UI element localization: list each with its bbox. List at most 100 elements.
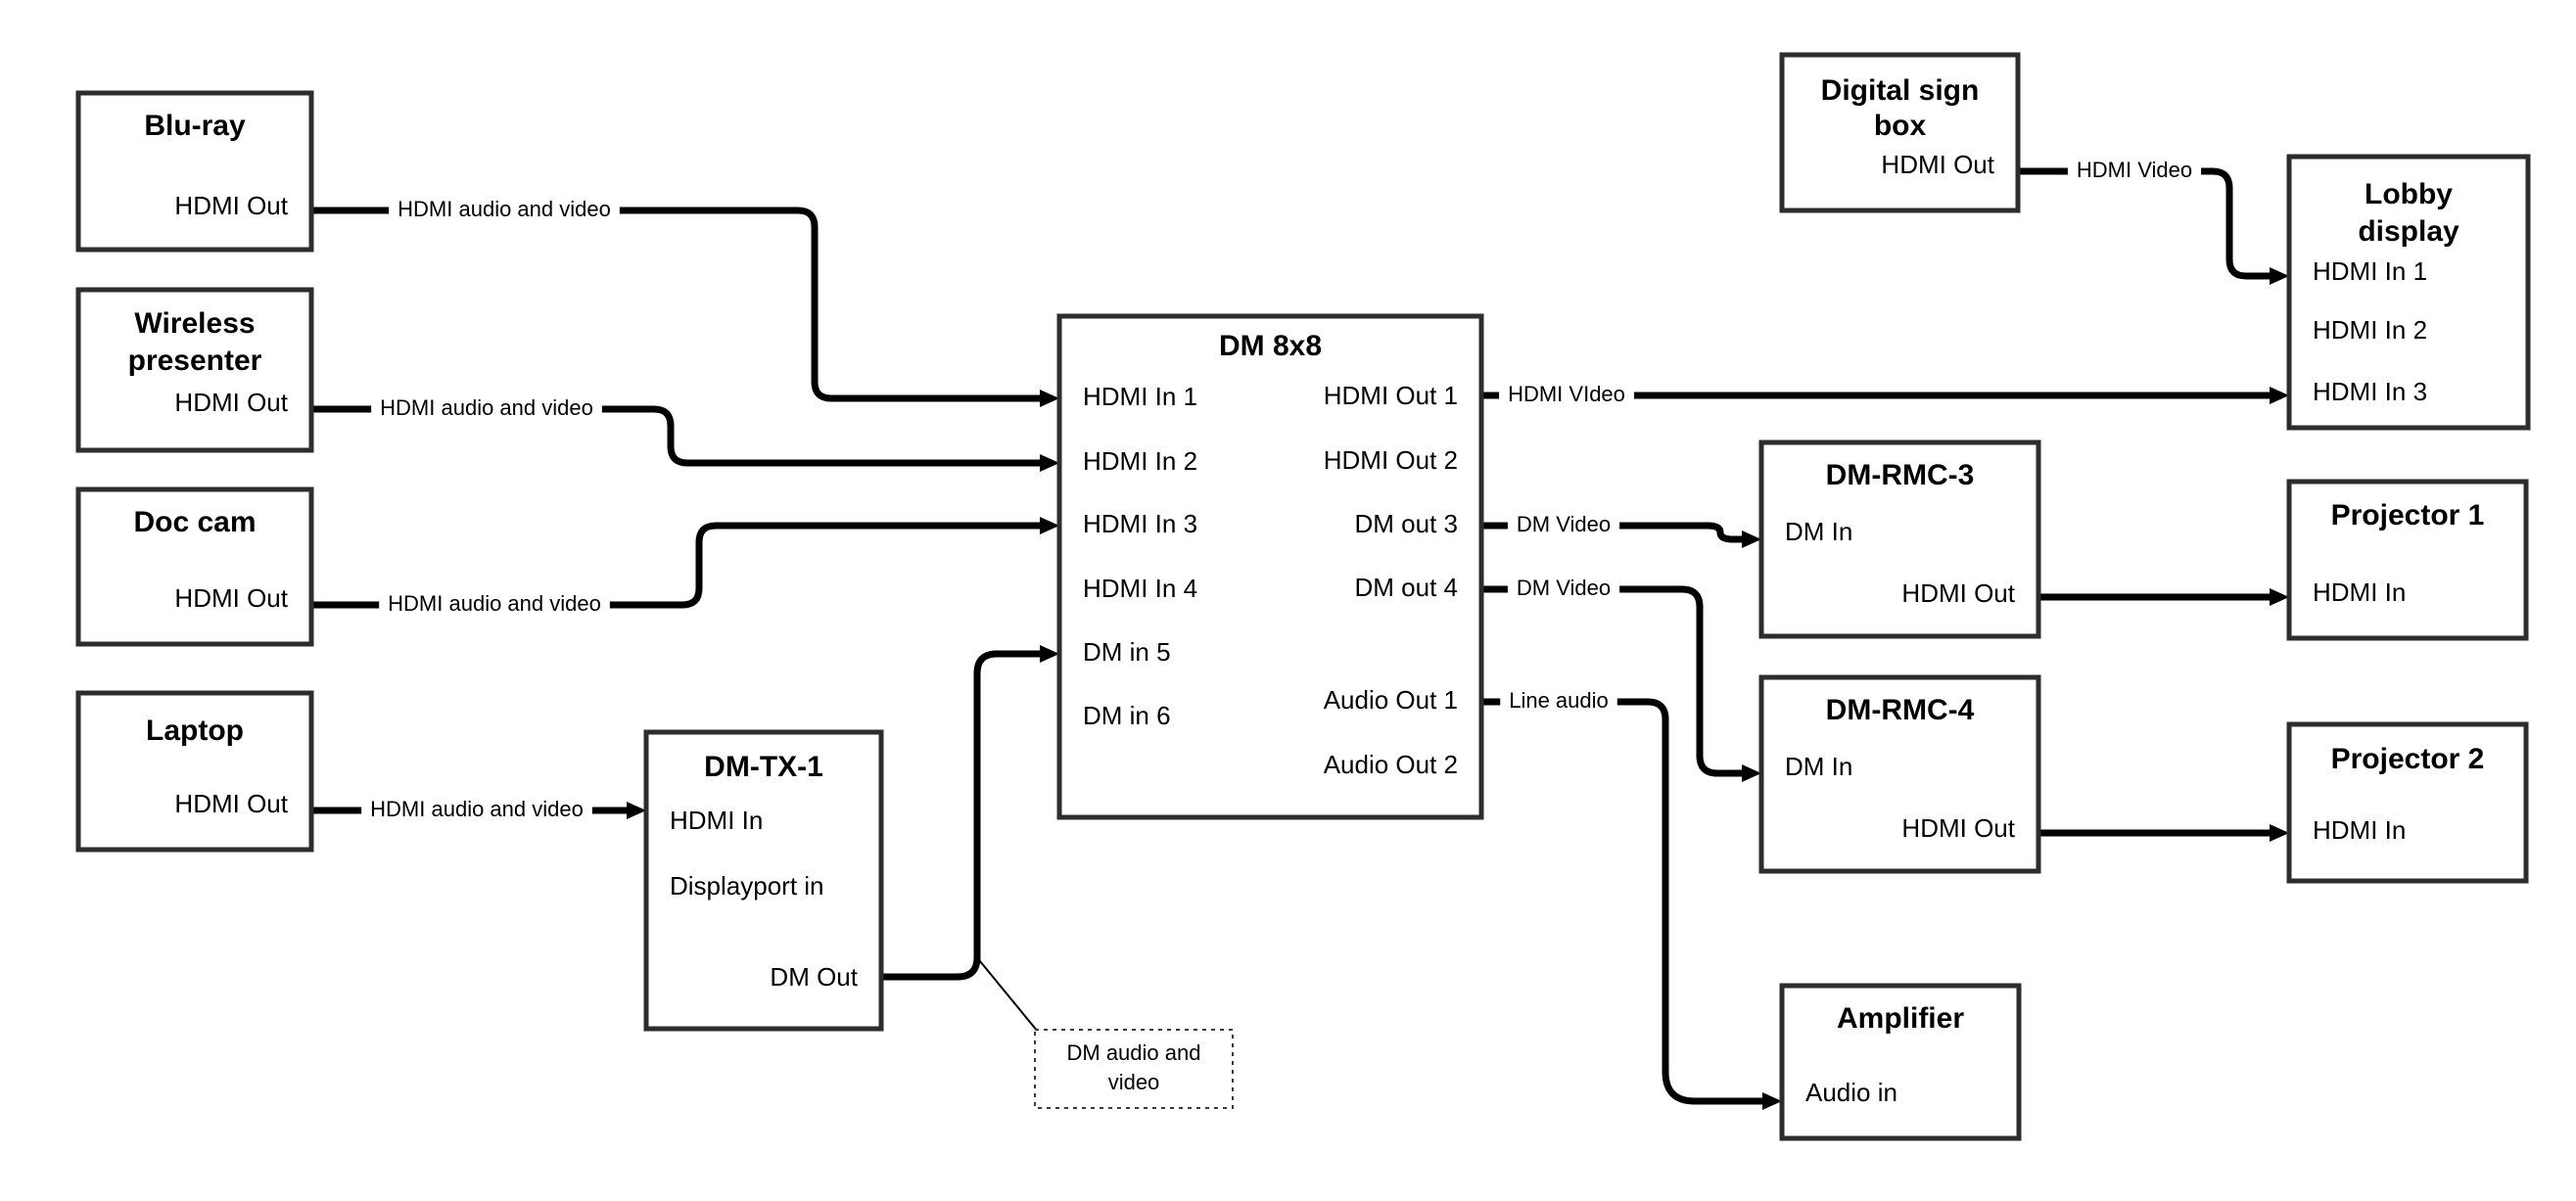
callout-text: DM audio and <box>1067 1040 1201 1065</box>
node-title: Projector 2 <box>2331 743 2485 775</box>
arrowhead-icon <box>1762 1092 1782 1110</box>
wire-label-background <box>371 393 602 422</box>
wire-label-background <box>1500 685 1617 715</box>
node-box <box>1779 983 2022 1141</box>
node-title: DM-TX-1 <box>704 751 823 783</box>
port-label: Audio in <box>1805 1078 1897 1107</box>
wire-blu-ray-to-dm8x8-hdmi-in-1: HDMI audio and video <box>311 194 1059 407</box>
port-label: DM in 5 <box>1083 637 1171 667</box>
node-title: display <box>2358 215 2459 248</box>
callout-leader-line <box>974 954 1039 1033</box>
node-projector-1: Projector 1 HDMI In <box>2286 479 2529 641</box>
node-title: presenter <box>128 345 262 377</box>
wire-line <box>1481 698 1764 1105</box>
port-label: HDMI In 3 <box>1083 509 1197 538</box>
wire-label: DM Video <box>1507 509 1620 538</box>
node-title: Blu-ray <box>144 110 246 142</box>
port-label: DM In <box>1785 517 1852 546</box>
port-label: HDMI In <box>670 806 763 835</box>
wire-label-background <box>1507 509 1620 538</box>
callout-text: video <box>1108 1070 1160 1094</box>
wire-label-text: Line audio <box>1509 688 1609 713</box>
node-box <box>1779 52 2021 213</box>
port-label: HDMI Out <box>1901 813 2015 843</box>
wire-label-text: DM Video <box>1517 576 1611 600</box>
port-label: Audio Out 1 <box>1324 685 1458 715</box>
port-label: HDMI Out <box>174 789 288 818</box>
port-label: HDMI In 1 <box>2313 256 2427 286</box>
wire-doc-cam-to-dm8x8-hdmi-in-3: HDMI audio and video <box>311 517 1059 618</box>
wire-label-text: HDMI audio and video <box>388 591 601 616</box>
port-label: Displayport in <box>670 871 824 901</box>
wire-label: HDMI audio and video <box>361 794 592 823</box>
wire-line <box>311 522 1042 609</box>
arrowhead-icon <box>2270 588 2289 606</box>
wire-wireless-to-dm8x8-hdmi-in-2: HDMI audio and video <box>311 393 1059 472</box>
port-label: DM out 4 <box>1355 573 1459 602</box>
port-label: DM out 3 <box>1355 509 1459 538</box>
arrowhead-icon <box>1040 454 1059 472</box>
arrowhead-icon <box>1040 390 1059 407</box>
port-label: HDMI In 2 <box>1083 446 1197 476</box>
port-label: HDMI In 2 <box>2313 315 2427 345</box>
arrowhead-icon <box>2270 267 2289 285</box>
node-box <box>2286 154 2531 431</box>
wire-line <box>1481 585 1744 777</box>
arrowhead-icon <box>1742 764 1761 782</box>
port-label: HDMI In 3 <box>2313 377 2427 406</box>
port-label: HDMI In <box>2313 815 2406 845</box>
node-box <box>75 287 314 453</box>
node-box <box>2286 721 2529 884</box>
wire-digital-sign-to-lobby-hdmi-in-1: HDMI Video <box>2018 155 2289 285</box>
wire-label: HDMI audio and video <box>379 588 610 618</box>
wire-dm-rmc-3-to-projector-1 <box>2038 588 2289 606</box>
wire-dm-tx-1-to-dm8x8-dm-in-5 <box>881 645 1059 981</box>
node-title: DM-RMC-3 <box>1826 459 1975 491</box>
wire-line <box>2018 167 2272 280</box>
wire-laptop-to-dm-tx-1-hdmi-in: HDMI audio and video <box>311 794 646 823</box>
port-label: HDMI Out 1 <box>1324 381 1458 410</box>
node-box <box>1056 313 1484 820</box>
node-title: Lobby <box>2365 178 2453 210</box>
wire-label-text: HDMI VIdeo <box>1508 382 1625 406</box>
node-title: Laptop <box>146 715 244 747</box>
node-box <box>75 690 314 853</box>
node-box <box>2286 479 2529 641</box>
wire-label-text: HDMI audio and video <box>380 395 593 420</box>
callout-dm-audio-video: DM audio and video <box>974 954 1234 1109</box>
wire-label: HDMI Video <box>2067 155 2202 184</box>
wire-label: HDMI audio and video <box>371 393 602 422</box>
port-label: HDMI Out <box>174 388 288 417</box>
wire-dm8x8-dm-out-3-to-dm-rmc-3: DM Video <box>1481 509 1761 548</box>
node-box <box>75 486 314 647</box>
port-label: DM Out <box>770 962 858 992</box>
node-title: Digital sign <box>1821 74 1980 107</box>
wire-label: Line audio <box>1500 685 1617 715</box>
port-label: HDMI Out <box>1901 578 2015 608</box>
port-label: HDMI Out <box>1881 150 1994 179</box>
port-label: Audio Out 2 <box>1324 750 1458 779</box>
wire-label-background <box>2067 155 2202 184</box>
port-label: HDMI Out <box>174 583 288 613</box>
node-dm-rmc-3: DM-RMC-3 DM In HDMI Out <box>1758 439 2041 639</box>
port-label: HDMI In 1 <box>1083 382 1197 411</box>
node-title: box <box>1874 110 1927 142</box>
wire-label-background <box>389 194 620 223</box>
wire-label-background <box>379 588 610 618</box>
wire-label-background <box>361 794 592 823</box>
wire-label-text: HDMI Video <box>2077 158 2192 182</box>
node-title: Amplifier <box>1837 1002 1964 1035</box>
arrowhead-icon <box>2270 824 2289 842</box>
node-title: Projector 1 <box>2331 499 2485 531</box>
port-label: HDMI In <box>2313 577 2406 607</box>
port-label: DM in 6 <box>1083 701 1171 730</box>
node-box <box>1758 439 2041 639</box>
node-box <box>1758 674 2041 874</box>
